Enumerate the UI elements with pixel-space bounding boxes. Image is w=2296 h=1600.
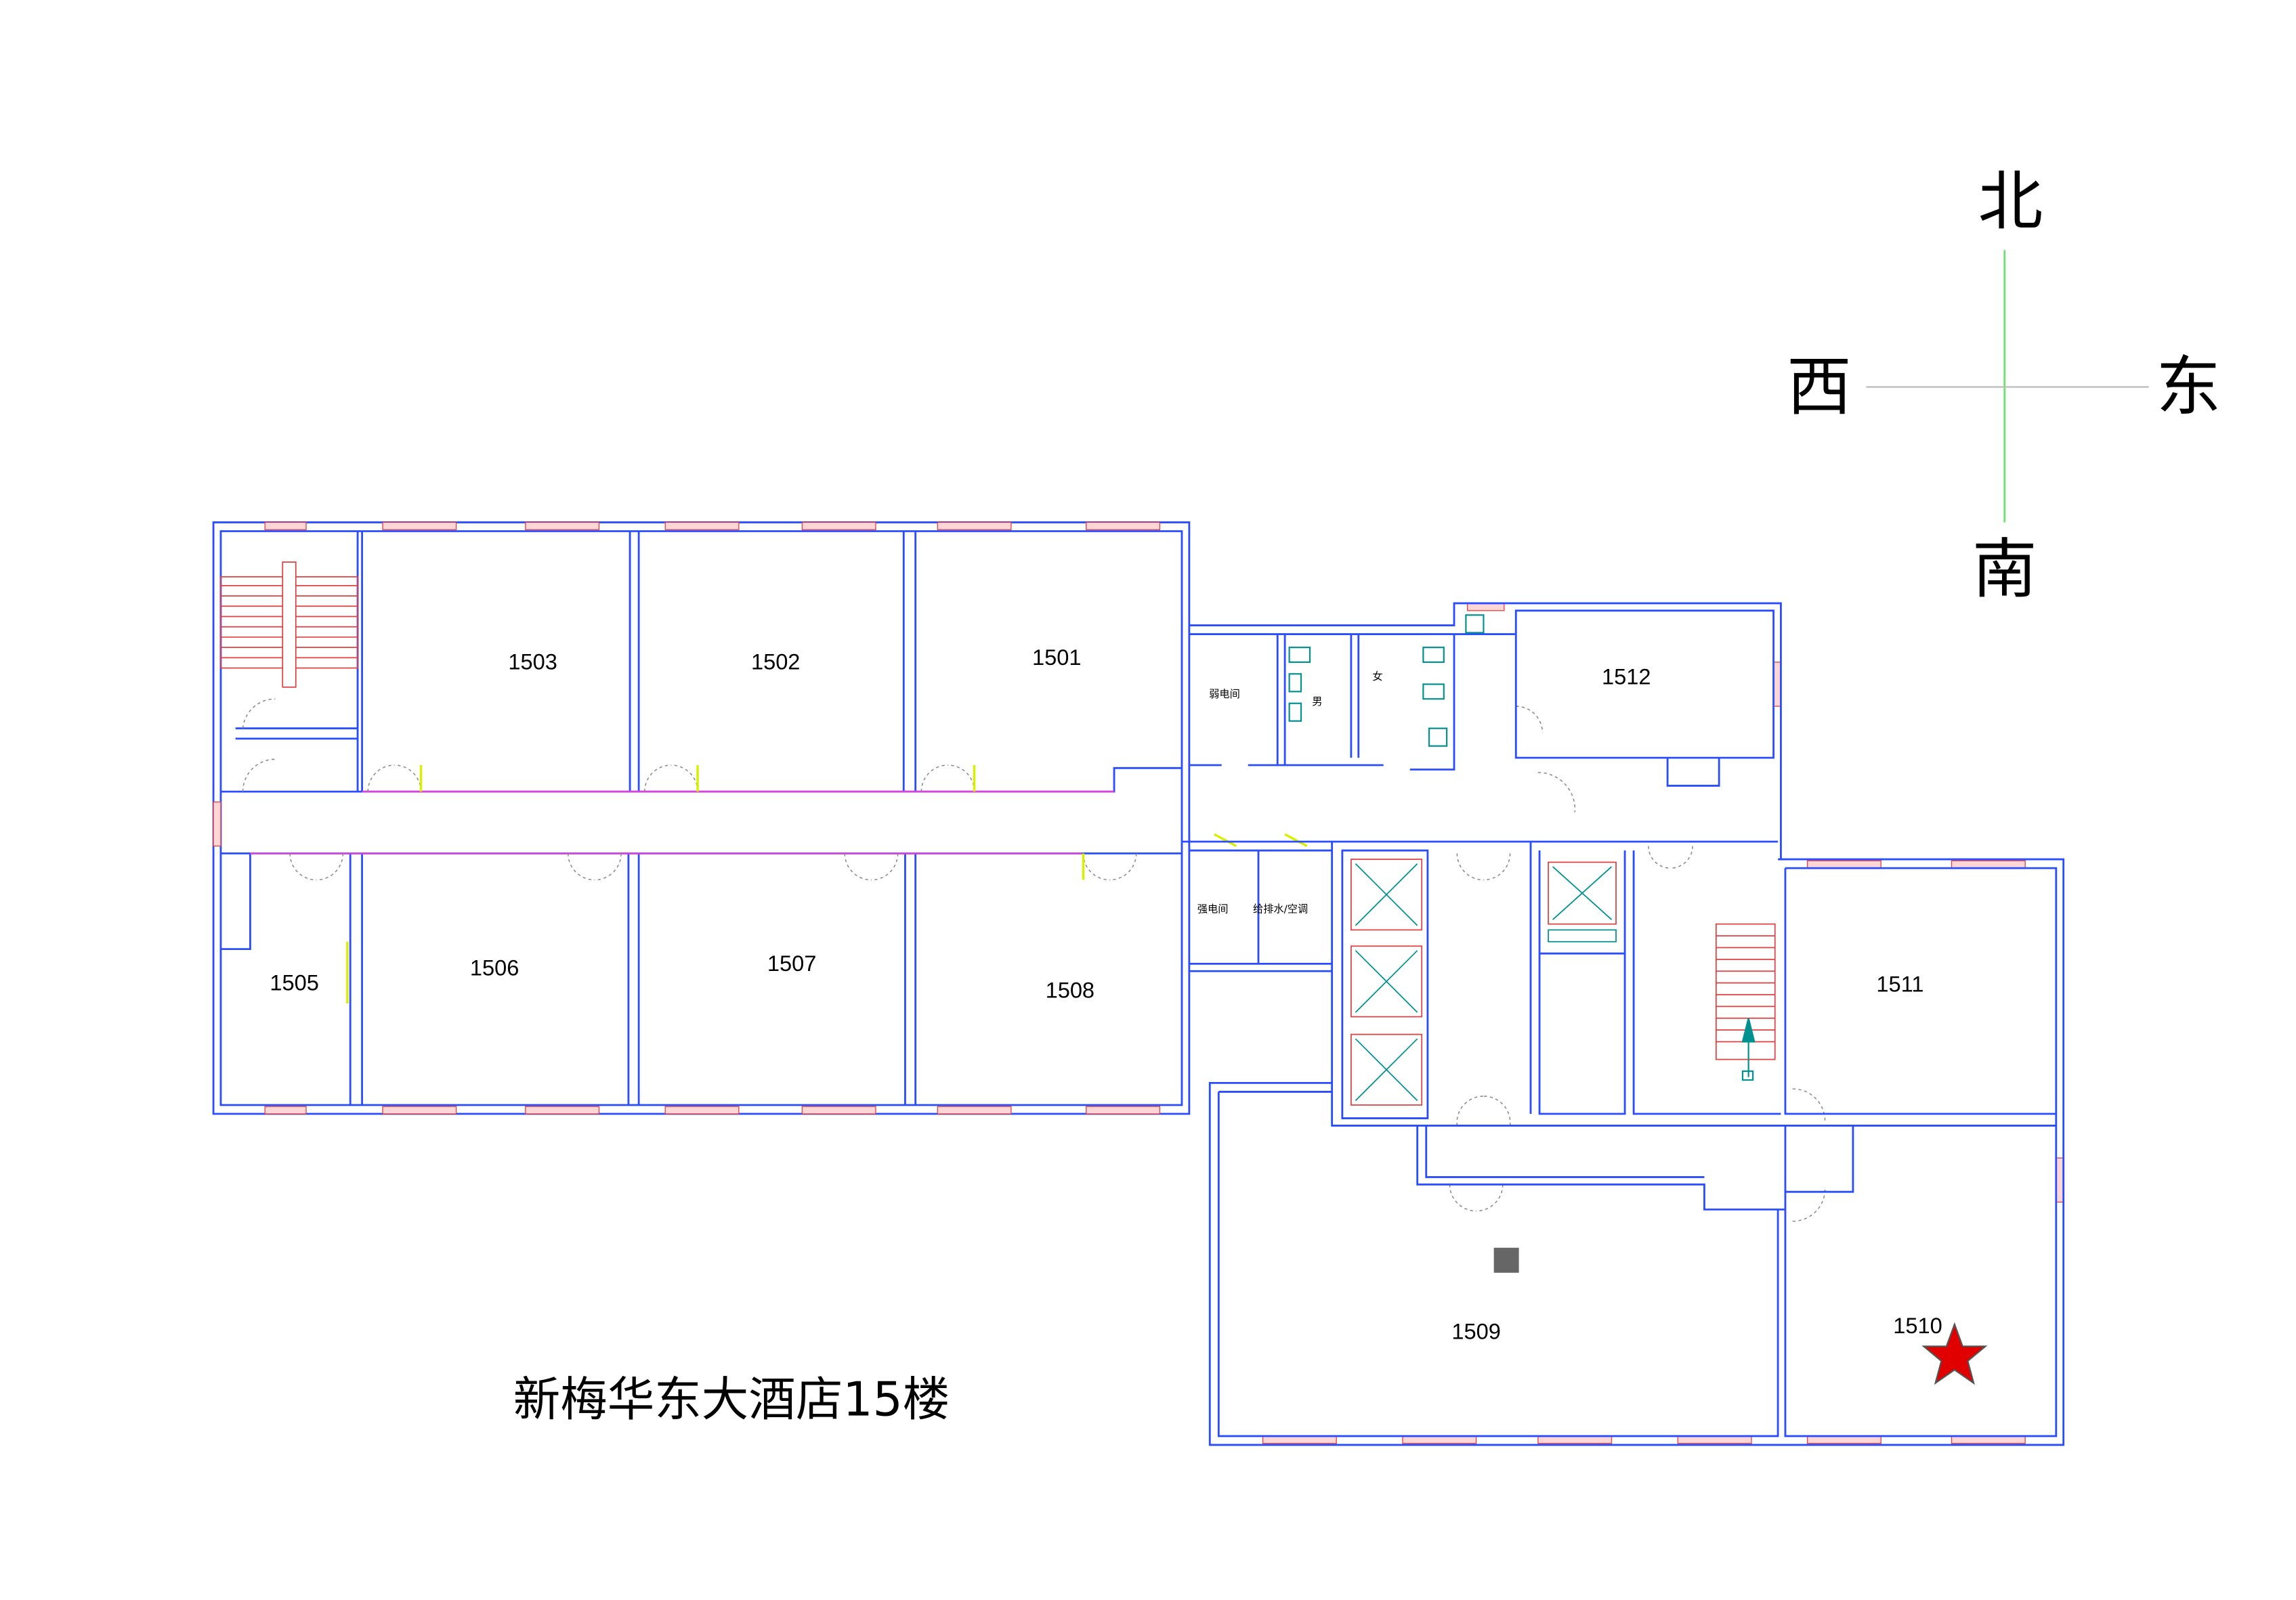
room-1501: 1501 xyxy=(1032,645,1081,670)
elevators xyxy=(1351,859,1617,1106)
restroom-fixtures xyxy=(1288,614,1485,747)
room-1507: 1507 xyxy=(767,951,816,976)
doors xyxy=(242,698,1826,1222)
location-star-icon xyxy=(1921,1322,1988,1385)
compass-south: 南 xyxy=(1972,532,2037,607)
room-1511: 1511 xyxy=(1876,972,1923,997)
middle-core-walls xyxy=(1181,602,2056,1211)
room-1502: 1502 xyxy=(751,649,800,674)
marker-square xyxy=(1493,1247,1519,1273)
compass-west: 西 xyxy=(1787,349,1852,425)
room-1508: 1508 xyxy=(1046,977,1094,1002)
label-male-restroom: 男 xyxy=(1312,695,1322,708)
label-female-restroom: 女 xyxy=(1372,670,1382,683)
room-1505: 1505 xyxy=(270,970,318,995)
room-1510: 1510 xyxy=(1893,1313,1942,1338)
windows xyxy=(213,521,2064,1444)
compass-east: 东 xyxy=(2156,349,2221,425)
room-labels: 1503 1502 1501 1512 1505 1506 1507 1508 … xyxy=(270,645,1942,1343)
stairs-east xyxy=(1715,923,1776,1081)
compass: 北 西 东 南 xyxy=(1787,163,2221,607)
room-1512: 1512 xyxy=(1602,664,1651,689)
room-1506: 1506 xyxy=(470,955,519,980)
west-wing-walls xyxy=(212,521,1191,1115)
label-plumbing-ac-room: 给排水/空调 xyxy=(1253,903,1308,915)
east-wing-walls xyxy=(1208,858,2065,1446)
room-1509: 1509 xyxy=(1451,1318,1500,1343)
label-weak-current-room: 弱电间 xyxy=(1209,688,1240,700)
floor-title: 新梅华东大酒店15楼 xyxy=(513,1372,950,1427)
label-strong-current-room: 强电间 xyxy=(1197,903,1229,915)
stairs-west xyxy=(220,561,358,688)
room-1503: 1503 xyxy=(508,649,557,674)
compass-north: 北 xyxy=(1978,163,2043,239)
